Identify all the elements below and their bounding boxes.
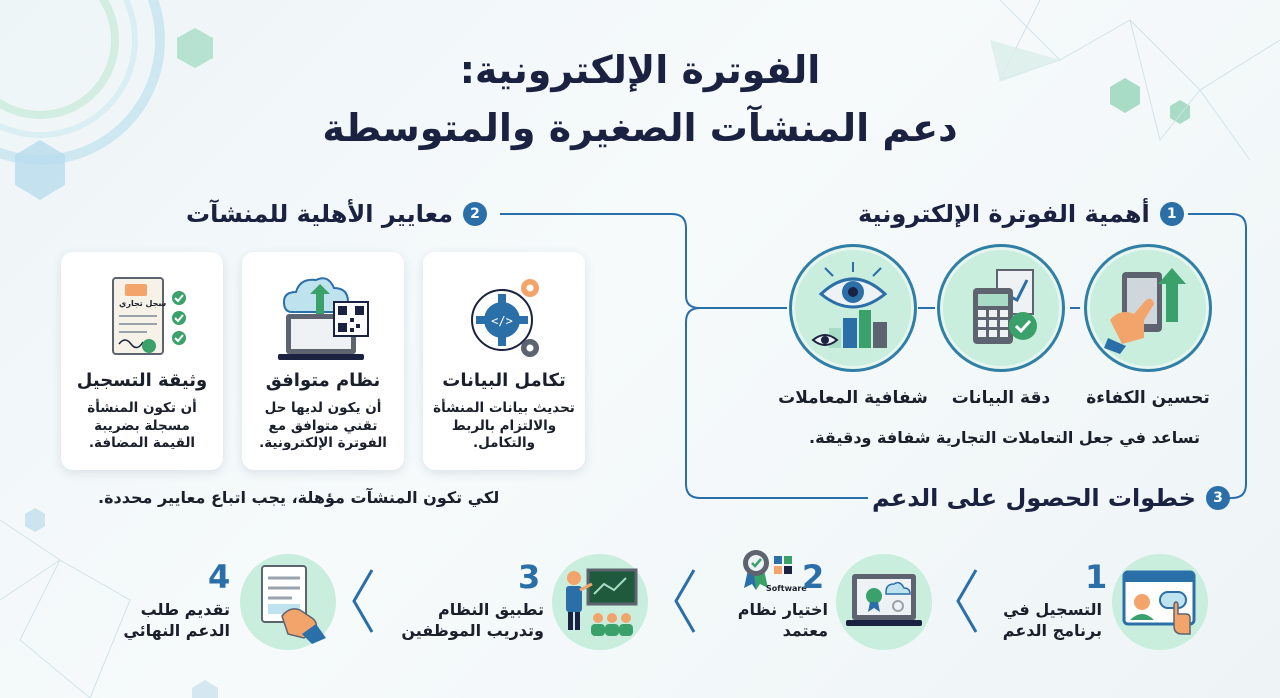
document-registration-text: سجل تجاري	[119, 299, 167, 308]
step2-label-line1: اختيار نظام	[737, 600, 828, 619]
section1-title: أهمية الفوترة الإلكترونية	[858, 200, 1150, 228]
calculator-check-icon	[973, 269, 1037, 344]
step2-label-line2: معتمد	[782, 620, 828, 640]
step1-label-line2: برنامج الدعم	[1002, 620, 1102, 640]
tablet-growth-icon	[1104, 268, 1186, 354]
step4-label-line1: تقديم طلب	[140, 600, 230, 619]
section2-title: معايير الأهلية للمنشآت	[186, 200, 453, 228]
step1-label-line1: التسجيل في	[1003, 600, 1102, 619]
chevron-left-icon	[352, 569, 374, 633]
software-logo-text: Software	[766, 584, 807, 593]
section2-note: لكي تكون المنشآت مؤهلة، يجب اتباع معايير…	[98, 488, 500, 507]
efficiency-label: تحسين الكفاءة	[1086, 388, 1210, 408]
card-desc-compliant-system: أن يكون لديها حل تقني متوافق مع الفوترة …	[259, 400, 387, 452]
step3-label-line1: تطبيق النظام	[438, 600, 544, 619]
card-desc-data-integration: تحديث بيانات المنشأة والالتزام بالربط وا…	[433, 400, 575, 452]
step2-label: اختيار نظام معتمد	[738, 600, 828, 642]
step1-number: 1	[1085, 558, 1108, 596]
step3-circle	[552, 554, 648, 650]
main-title-line1: الفوترة الإلكترونية:	[459, 48, 821, 92]
criteria-card-registration-document: سجل تجاري وثيقة التسجيل أن تكون المنشأة …	[61, 252, 223, 470]
step2-circle	[836, 554, 932, 650]
transparency-circle	[789, 244, 917, 372]
chevron-left-icon	[956, 569, 978, 633]
chevron-left-icon	[674, 569, 696, 633]
eye-city-icon	[811, 262, 888, 348]
main-title-line2: دعم المنشآت الصغيرة والمتوسطة	[322, 106, 958, 150]
step4-label: تقديم طلب الدعم النهائي	[123, 600, 230, 642]
step4-circle	[240, 554, 336, 650]
efficiency-circle	[1084, 244, 1212, 372]
section3-number-badge: 3	[1205, 486, 1230, 510]
software-logo-icon	[774, 556, 792, 574]
transparency-label: شفافية المعاملات	[778, 388, 928, 408]
section3-header: 3 خطوات الحصول على الدعم	[872, 484, 1230, 512]
step3-number: 3	[518, 558, 541, 596]
step3-label-line2: وتدريب الموظفين	[401, 620, 544, 640]
criteria-card-data-integration: </> تكامل البيانات تحديث بيانات المنشأة …	[423, 252, 585, 470]
hand-document-icon	[261, 565, 326, 644]
section3-title: خطوات الحصول على الدعم	[872, 484, 1196, 512]
teacher-board-icon	[566, 568, 638, 636]
svg-text:</>: </>	[491, 314, 513, 328]
card-title-compliant-system: نظام متوافق	[265, 370, 381, 391]
accuracy-circle	[937, 244, 1065, 372]
section2-header: 2 معايير الأهلية للمنشآت	[186, 200, 487, 228]
document-checklist-icon	[112, 277, 186, 355]
step2-number: 2	[802, 558, 825, 596]
section1-header: 1 أهمية الفوترة الإلكترونية	[858, 200, 1184, 228]
browser-click-icon	[1122, 570, 1196, 635]
card-title-registration-document: وثيقة التسجيل	[76, 370, 208, 391]
award-badge-icon	[743, 550, 769, 590]
laptop-certificate-icon	[846, 574, 922, 626]
criteria-card-compliant-system: نظام متوافق أن يكون لديها حل تقني متوافق…	[242, 252, 404, 470]
step4-number: 4	[208, 558, 231, 596]
section1-number-badge: 1	[1159, 202, 1184, 226]
step1-label: التسجيل في برنامج الدعم	[1003, 600, 1102, 642]
step1-circle	[1112, 554, 1208, 650]
card-desc-registration-document: أن تكون المنشأة مسجلة بضريبة القيمة المض…	[87, 400, 197, 452]
accuracy-label: دقة البيانات	[951, 388, 1051, 408]
card-title-data-integration: تكامل البيانات	[442, 370, 566, 391]
step4-label-line2: الدعم النهائي	[123, 620, 230, 640]
section2-number-badge: 2	[463, 202, 487, 226]
gears-code-icon: </>	[471, 279, 539, 357]
cloud-laptop-qr-icon	[278, 277, 369, 360]
section1-note: تساعد في جعل التعاملات التجارية شفافة ود…	[809, 428, 1200, 447]
step3-label: تطبيق النظام وتدريب الموظفين	[401, 600, 544, 642]
